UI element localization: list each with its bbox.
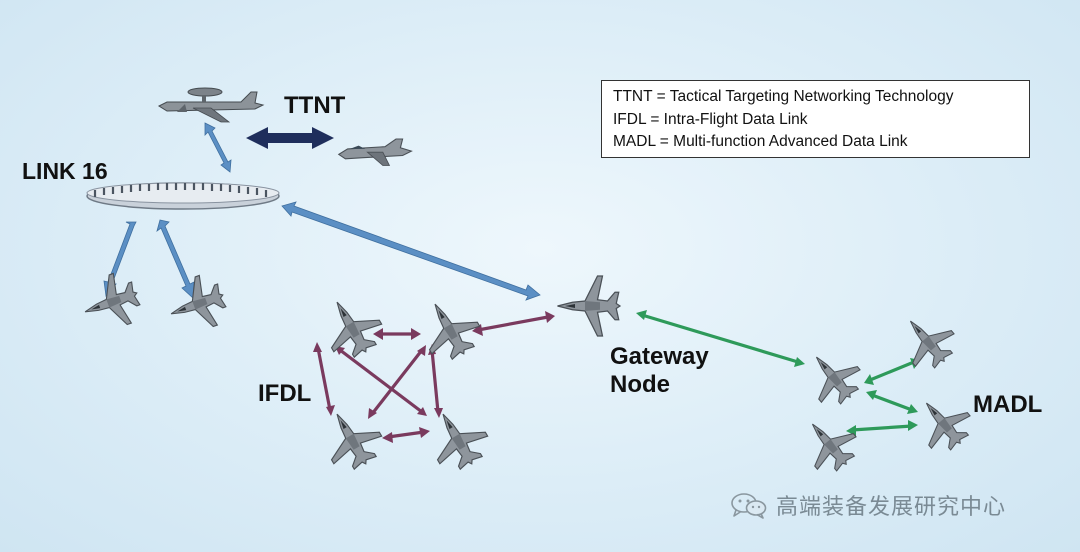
ifdl-jet-3 bbox=[313, 400, 390, 477]
madl-jet-3 bbox=[793, 408, 865, 481]
gateway-node-label: Gateway Node bbox=[610, 343, 709, 398]
link16-ring bbox=[87, 183, 279, 209]
madl-jet-4 bbox=[907, 387, 979, 460]
gateway-label-line1: Gateway bbox=[610, 343, 709, 371]
ifdl-jet-4 bbox=[419, 400, 496, 477]
legend-ifdl: IFDL = Intra-Flight Data Link bbox=[613, 109, 1029, 132]
ttnt-label: TTNT bbox=[284, 92, 345, 120]
ifdl-jet-1 bbox=[313, 288, 390, 365]
legend-box: TTNT = Tactical Targeting Networking Tec… bbox=[601, 80, 1030, 158]
ifdl-label: IFDL bbox=[258, 380, 311, 408]
fighter-jet-icon bbox=[162, 270, 232, 338]
madl-label: MADL bbox=[973, 391, 1042, 419]
watermark-text: 高端装备发展研究中心 bbox=[776, 489, 1006, 521]
fighter-jet-icon bbox=[339, 139, 412, 165]
gateway-aircraft-icon bbox=[558, 276, 621, 336]
awacs-aircraft-icon bbox=[159, 88, 263, 122]
legend-ttnt: TTNT = Tactical Targeting Networking Tec… bbox=[613, 86, 1029, 109]
legend-madl: MADL = Multi-function Advanced Data Link bbox=[613, 131, 1029, 154]
link16-arrows bbox=[104, 123, 540, 300]
watermark: 高端装备发展研究中心 bbox=[730, 491, 1006, 519]
fighter-jet-icon bbox=[76, 268, 146, 336]
madl-jet-1 bbox=[797, 341, 869, 414]
ttnt-arrow bbox=[246, 127, 334, 149]
wechat-logo-icon bbox=[730, 491, 768, 519]
gateway-label-line2: Node bbox=[610, 371, 709, 399]
link16-label: LINK 16 bbox=[22, 158, 108, 184]
